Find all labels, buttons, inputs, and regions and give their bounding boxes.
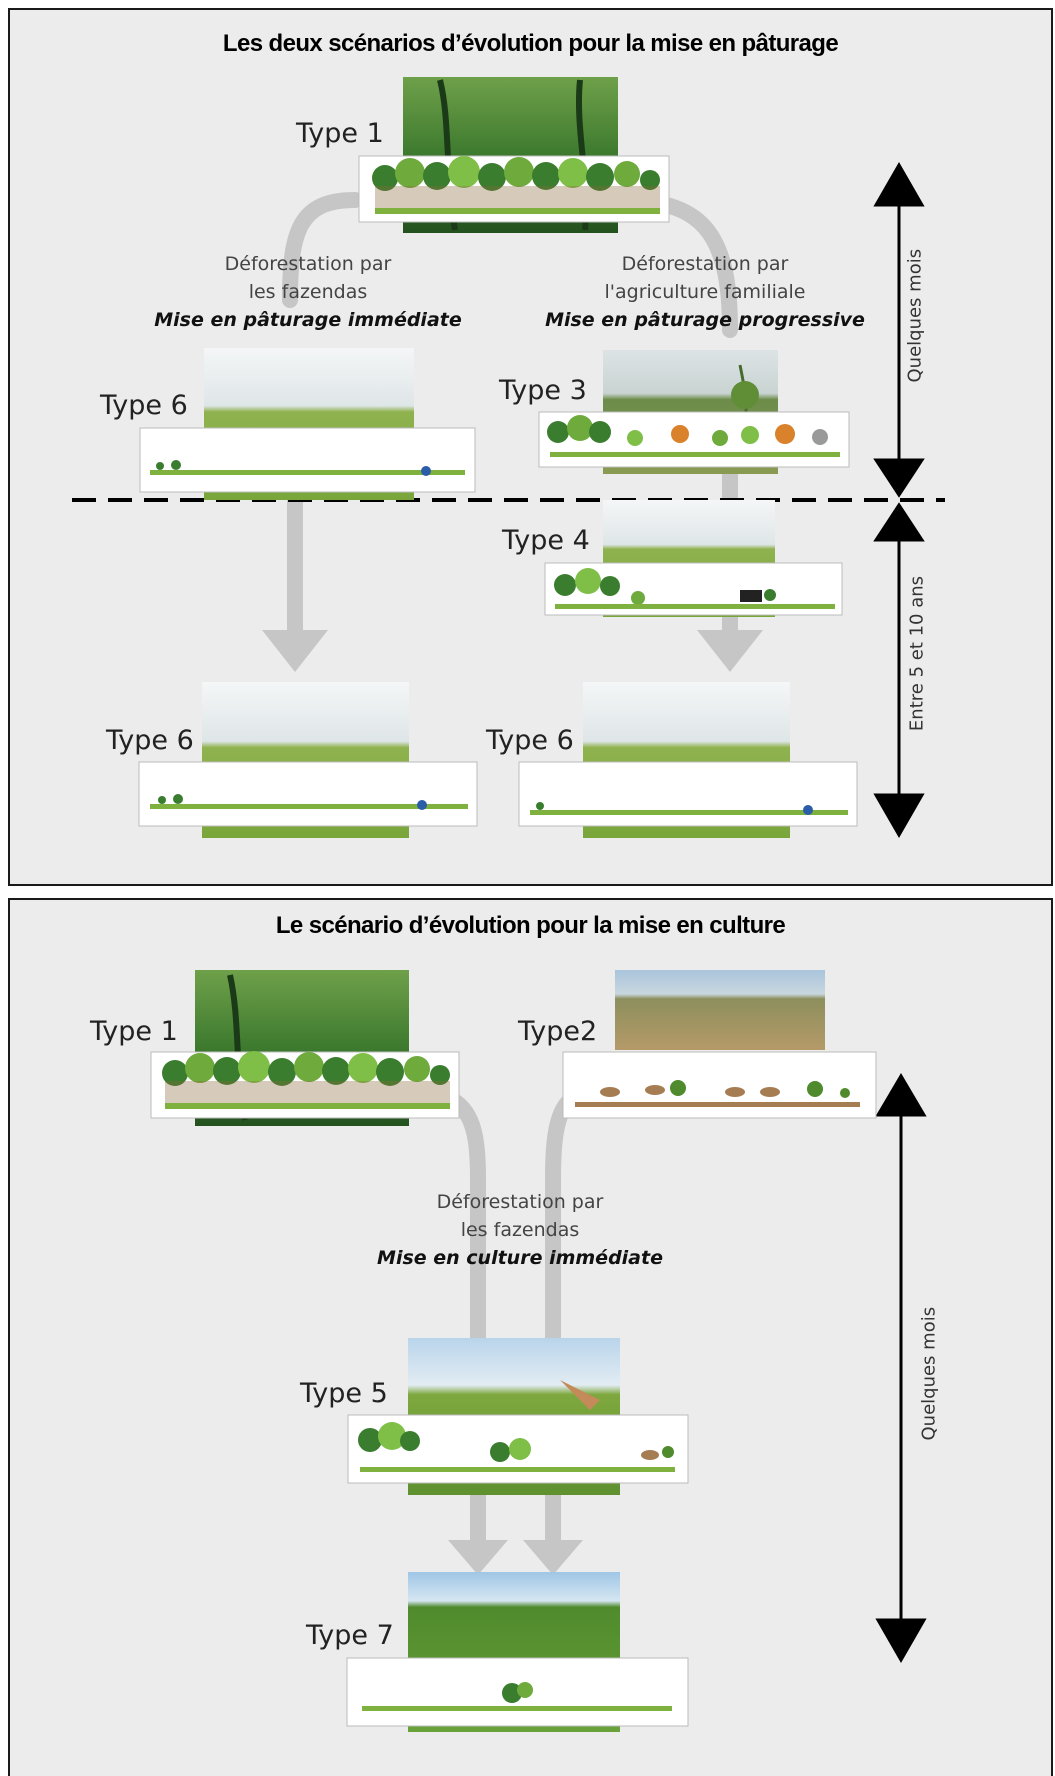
- type7-label: Type 7: [306, 1620, 394, 1651]
- caption-emphasis: Mise en pâturage progressive: [545, 309, 865, 331]
- type1-label-cropping: Type 1: [90, 1016, 178, 1047]
- caption-line1: Déforestation par: [436, 1191, 604, 1213]
- type3-mixed-illustration: [538, 350, 850, 474]
- caption-line1: Déforestation par: [224, 253, 392, 275]
- fazendas-pasture-caption: Déforestation par les fazendas Mise en p…: [148, 250, 468, 334]
- type4-label: Type 4: [502, 525, 590, 556]
- type1-label: Type 1: [296, 118, 384, 149]
- fazendas-crop-caption: Déforestation par les fazendas Mise en c…: [360, 1188, 680, 1272]
- caption-line2: l'agriculture familiale: [604, 281, 806, 303]
- type3-label: Type 3: [499, 375, 587, 406]
- type6-label-lower-right: Type 6: [486, 725, 574, 756]
- pasture-panel-title: Les deux scénarios d’évolution pour la m…: [222, 30, 839, 57]
- type6-label-upper: Type 6: [100, 390, 188, 421]
- timescale-arrow-cropping: [875, 1073, 927, 1664]
- caption-line2: les fazendas: [460, 1219, 580, 1241]
- type1-forest-illustration: [358, 77, 670, 233]
- type6-label-lower-left: Type 6: [106, 725, 194, 756]
- type7-soy-illustration: [346, 1572, 689, 1732]
- timescale-label-months-cropping: Quelques mois: [918, 1306, 940, 1441]
- type5-cropland-illustration: [347, 1338, 689, 1495]
- family-farming-caption: Déforestation par l'agriculture familial…: [545, 250, 865, 334]
- type4-mixed-illustration: [544, 500, 843, 617]
- flow-arrowheads-cropping: [448, 1540, 583, 1575]
- caption-line2: les fazendas: [248, 281, 368, 303]
- type5-label: Type 5: [300, 1378, 388, 1409]
- type1-forest-illustration-cropping: [150, 970, 460, 1126]
- caption-emphasis: Mise en culture immédiate: [377, 1247, 663, 1269]
- caption-emphasis: Mise en pâturage immédiate: [154, 309, 462, 331]
- flow-arrowheads-pasture: [262, 630, 763, 672]
- cropping-panel-title: Le scénario d’évolution pour la mise en …: [275, 912, 786, 939]
- timescale-label-months: Quelques mois: [904, 248, 926, 383]
- type2-label: Type2: [518, 1016, 598, 1047]
- timescale-label-years: Entre 5 et 10 ans: [906, 575, 928, 732]
- type6-pasture-illustration-upper: [139, 348, 476, 500]
- type6-pasture-illustration-lower-right: [518, 682, 858, 838]
- timescale-arrows-pasture: [873, 161, 925, 839]
- type2-savanna-illustration: [562, 970, 877, 1119]
- caption-line1: Déforestation par: [621, 253, 789, 275]
- type6-pasture-illustration-lower-left: [138, 682, 478, 838]
